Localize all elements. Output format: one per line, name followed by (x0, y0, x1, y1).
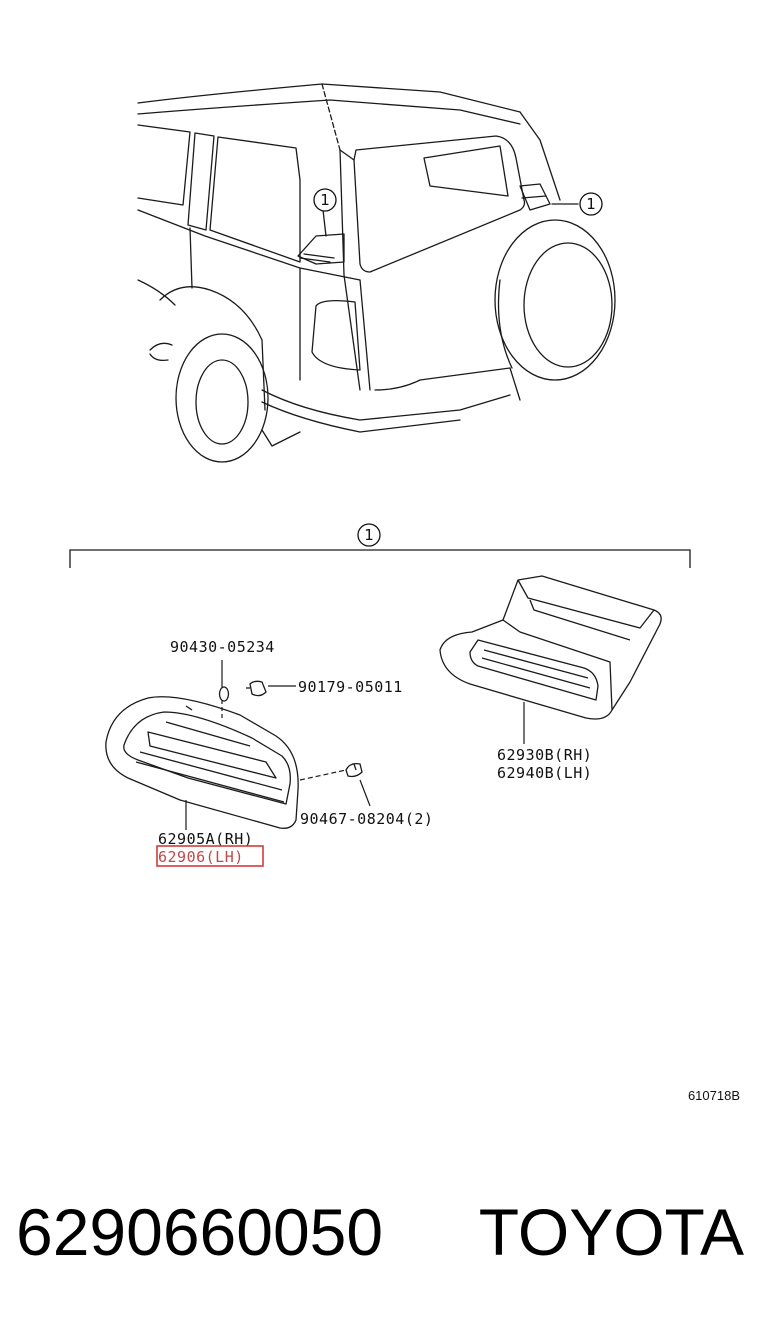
exploded-view-bracket (69, 549, 691, 568)
vehicle-illustration (137, 83, 616, 463)
part-number: 6290660050 (16, 1195, 383, 1269)
label-62940b-lh[interactable]: 62940B(LH) (497, 764, 592, 782)
outer-vent-cover-part (105, 696, 299, 829)
fasteners (218, 680, 363, 778)
label-62905a-rh[interactable]: 62905A(RH) (158, 830, 253, 848)
callout-number: 1 (586, 195, 596, 213)
highlighted-part-group[interactable]: 62906(LH) (156, 845, 264, 867)
diagram-code: 610718B (688, 1088, 740, 1103)
inner-duct-part (439, 575, 662, 720)
leader-lines (185, 660, 525, 830)
label-90430-05234[interactable]: 90430-05234 (170, 638, 275, 656)
label-90179-05011[interactable]: 90179-05011 (298, 678, 403, 696)
callout-number: 1 (320, 191, 330, 209)
callout-vehicle-right: 1 (579, 192, 603, 216)
callout-vehicle-left: 1 (313, 188, 337, 212)
label-62906-lh[interactable]: 62906(LH) (158, 848, 244, 866)
label-90467-08204[interactable]: 90467-08204(2) (300, 810, 433, 828)
label-62930b-rh[interactable]: 62930B(RH) (497, 746, 592, 764)
brand-name: TOYOTA (479, 1195, 744, 1269)
callout-number: 1 (364, 526, 374, 544)
highlight-box (156, 845, 264, 867)
callout-exploded: 1 (357, 523, 381, 547)
